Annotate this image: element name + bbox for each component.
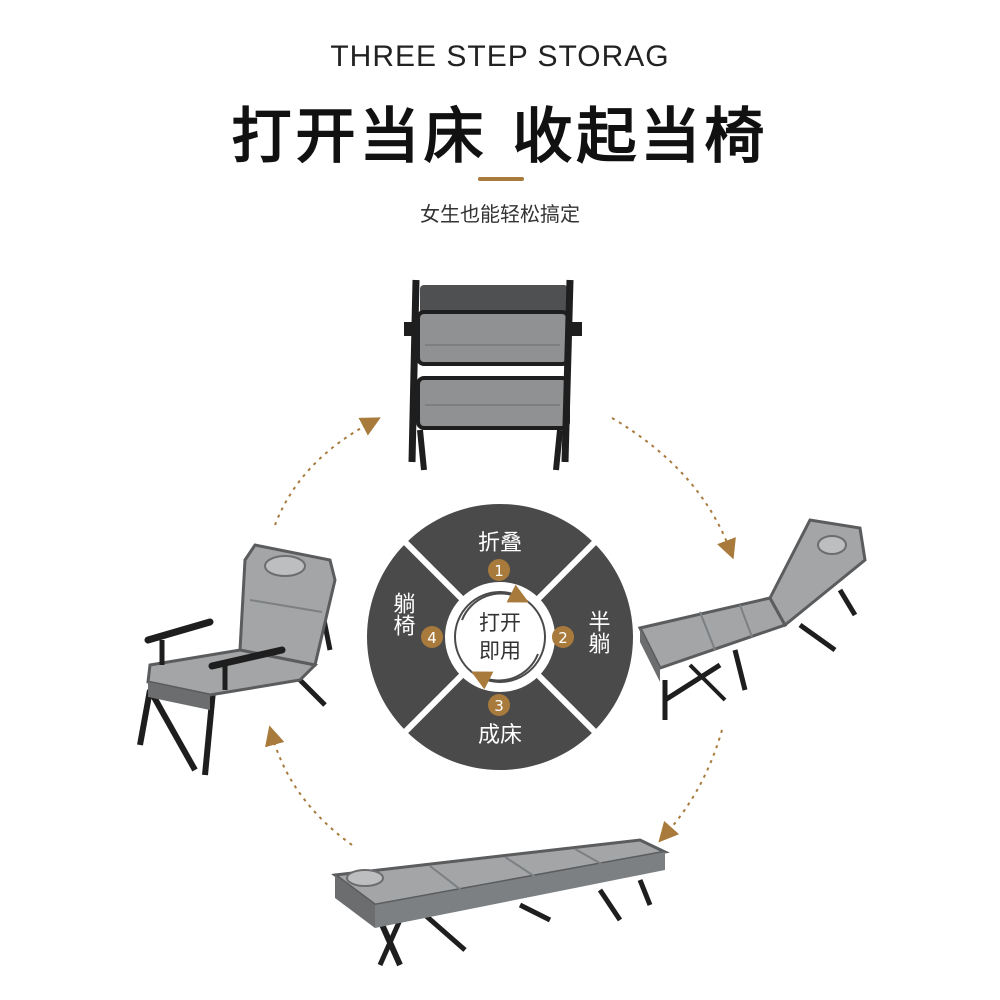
step-1-number: 1: [494, 562, 504, 580]
subtitle: 女生也能轻松搞定: [420, 202, 580, 226]
step-wheel: 打开 即用 折叠 1 2 半躺 3 成床 4 躺椅: [367, 504, 633, 770]
wheel-center-line1: 打开: [479, 611, 521, 635]
step-2-badge: [552, 626, 574, 648]
step-4-number: 4: [427, 629, 437, 647]
step-1-badge: [488, 559, 510, 581]
step-4-label: 躺椅: [390, 592, 416, 636]
cycle-arrow-top-right: [611, 417, 736, 560]
step-3-label: 成床: [478, 723, 522, 748]
recliner-chair-illustration: [137, 543, 337, 776]
title-en: THREE STEP STORAG: [330, 40, 670, 73]
cycle-arrow-top-left: [274, 417, 381, 526]
cycle-arrow-bottom-right: [658, 729, 723, 843]
step-2-number: 2: [558, 629, 568, 647]
cycle-arrow-bottom-left: [265, 725, 353, 846]
title-cn: 打开当床 收起当椅: [231, 102, 769, 172]
wheel-center: [445, 582, 555, 692]
flat-bed-illustration: [331, 838, 670, 967]
step-3-badge: [488, 694, 510, 716]
step-1-label: 折叠: [478, 531, 522, 556]
wheel-center-line2: 即用: [479, 639, 521, 663]
step-2-label: 半躺: [585, 610, 611, 654]
title-divider: [478, 177, 524, 181]
folded-bed-illustration: [404, 279, 582, 471]
step-3-number: 3: [494, 697, 504, 715]
half-reclined-lounger-illustration: [637, 518, 867, 720]
step-4-badge: [421, 626, 443, 648]
